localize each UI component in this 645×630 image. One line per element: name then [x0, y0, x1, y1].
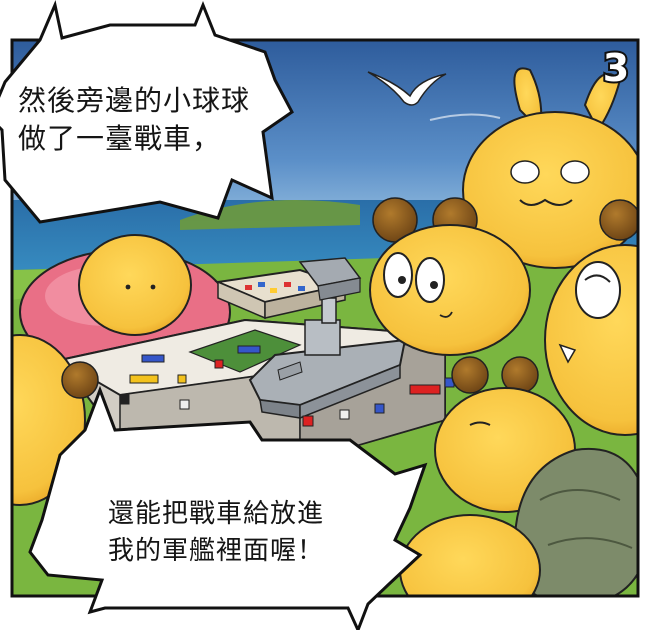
blob-turtle-shell	[434, 356, 638, 596]
tank-model	[298, 257, 362, 301]
blob-right-edge	[544, 199, 638, 436]
battleship-model	[248, 297, 407, 420]
top-bubble-line-1: 然後旁邊的小球球	[18, 84, 251, 117]
bottom-bubble-text: 還能把戰車給放進 我的軍艦裡面喔！	[108, 496, 324, 570]
speech-bubble-top	[0, 0, 294, 224]
panel-number: 3	[601, 46, 631, 90]
seagull-icon	[367, 71, 447, 106]
top-bubble-text: 然後旁邊的小球球 做了一臺戰車，	[18, 82, 250, 158]
blob-on-beanbag	[78, 234, 192, 336]
speech-bubble-bottom	[28, 385, 428, 630]
bottom-bubble-line-1: 還能把戰車給放進	[108, 499, 325, 529]
top-bubble-line-2: 做了一臺戰車，	[18, 121, 222, 155]
blob-with-buns	[369, 197, 531, 356]
blob-cat-face	[462, 67, 638, 269]
bottom-bubble-line-2: 我的軍艦裡面喔！	[108, 535, 325, 566]
distant-hill	[180, 200, 360, 230]
scattered-bricks	[119, 345, 455, 427]
